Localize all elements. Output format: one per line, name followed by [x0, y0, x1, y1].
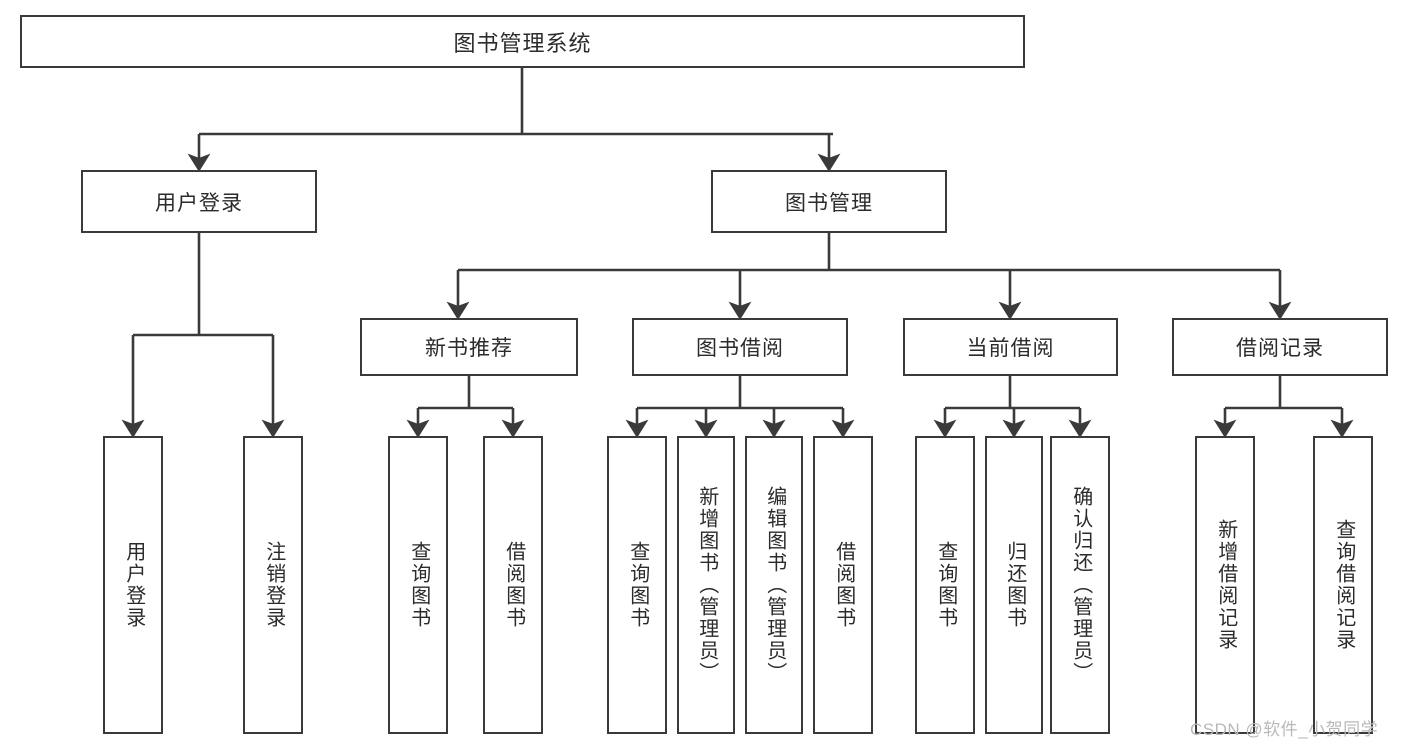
- leaf-logout-login[interactable]: 注销登录: [243, 436, 303, 734]
- leaf-edit-book-label: 编辑图书（管理员）: [763, 486, 786, 684]
- node-current-borrow[interactable]: 当前借阅: [903, 318, 1118, 376]
- leaf-return-book-label: 归还图书: [1003, 541, 1026, 629]
- leaf-query-book-2-label: 查询图书: [626, 541, 649, 629]
- leaf-query-book-3[interactable]: 查询图书: [915, 436, 975, 734]
- node-root[interactable]: 图书管理系统: [20, 15, 1025, 68]
- leaf-query-book-3-label: 查询图书: [934, 541, 957, 629]
- leaf-query-book-2[interactable]: 查询图书: [607, 436, 667, 734]
- leaf-borrow-book-2-label: 借阅图书: [832, 541, 855, 629]
- leaf-add-book[interactable]: 新增图书（管理员）: [677, 436, 735, 734]
- leaf-add-book-label: 新增图书（管理员）: [695, 486, 718, 684]
- node-book-borrow-label: 图书借阅: [696, 337, 784, 360]
- leaf-query-record-label: 查询借阅记录: [1332, 519, 1355, 651]
- leaf-edit-book[interactable]: 编辑图书（管理员）: [745, 436, 803, 734]
- node-borrow-record[interactable]: 借阅记录: [1172, 318, 1388, 376]
- leaf-query-book-1[interactable]: 查询图书: [388, 436, 448, 734]
- leaf-borrow-book-1[interactable]: 借阅图书: [483, 436, 543, 734]
- node-borrow-record-label: 借阅记录: [1236, 337, 1324, 360]
- node-current-borrow-label: 当前借阅: [966, 337, 1055, 360]
- node-new-book-recommend[interactable]: 新书推荐: [360, 318, 578, 376]
- node-user-login[interactable]: 用户登录: [81, 170, 317, 233]
- leaf-borrow-book-1-label: 借阅图书: [502, 541, 525, 629]
- leaf-query-book-1-label: 查询图书: [407, 541, 430, 629]
- leaf-logout-login-label: 注销登录: [262, 541, 285, 629]
- node-book-manage[interactable]: 图书管理: [711, 170, 947, 233]
- node-book-manage-label: 图书管理: [785, 191, 873, 215]
- leaf-user-login-label: 用户登录: [122, 541, 145, 629]
- leaf-user-login[interactable]: 用户登录: [103, 436, 163, 734]
- node-root-label: 图书管理系统: [453, 30, 592, 56]
- node-user-login-label: 用户登录: [155, 191, 243, 215]
- leaf-borrow-book-2[interactable]: 借阅图书: [813, 436, 873, 734]
- leaf-query-record[interactable]: 查询借阅记录: [1313, 436, 1373, 734]
- leaf-add-record[interactable]: 新增借阅记录: [1195, 436, 1255, 734]
- node-book-borrow[interactable]: 图书借阅: [632, 318, 848, 376]
- leaf-add-record-label: 新增借阅记录: [1214, 519, 1237, 651]
- leaf-confirm-return[interactable]: 确认归还（管理员）: [1050, 436, 1110, 734]
- leaf-confirm-return-label: 确认归还（管理员）: [1069, 486, 1092, 684]
- leaf-return-book[interactable]: 归还图书: [985, 436, 1043, 734]
- node-new-book-recommend-label: 新书推荐: [425, 337, 513, 360]
